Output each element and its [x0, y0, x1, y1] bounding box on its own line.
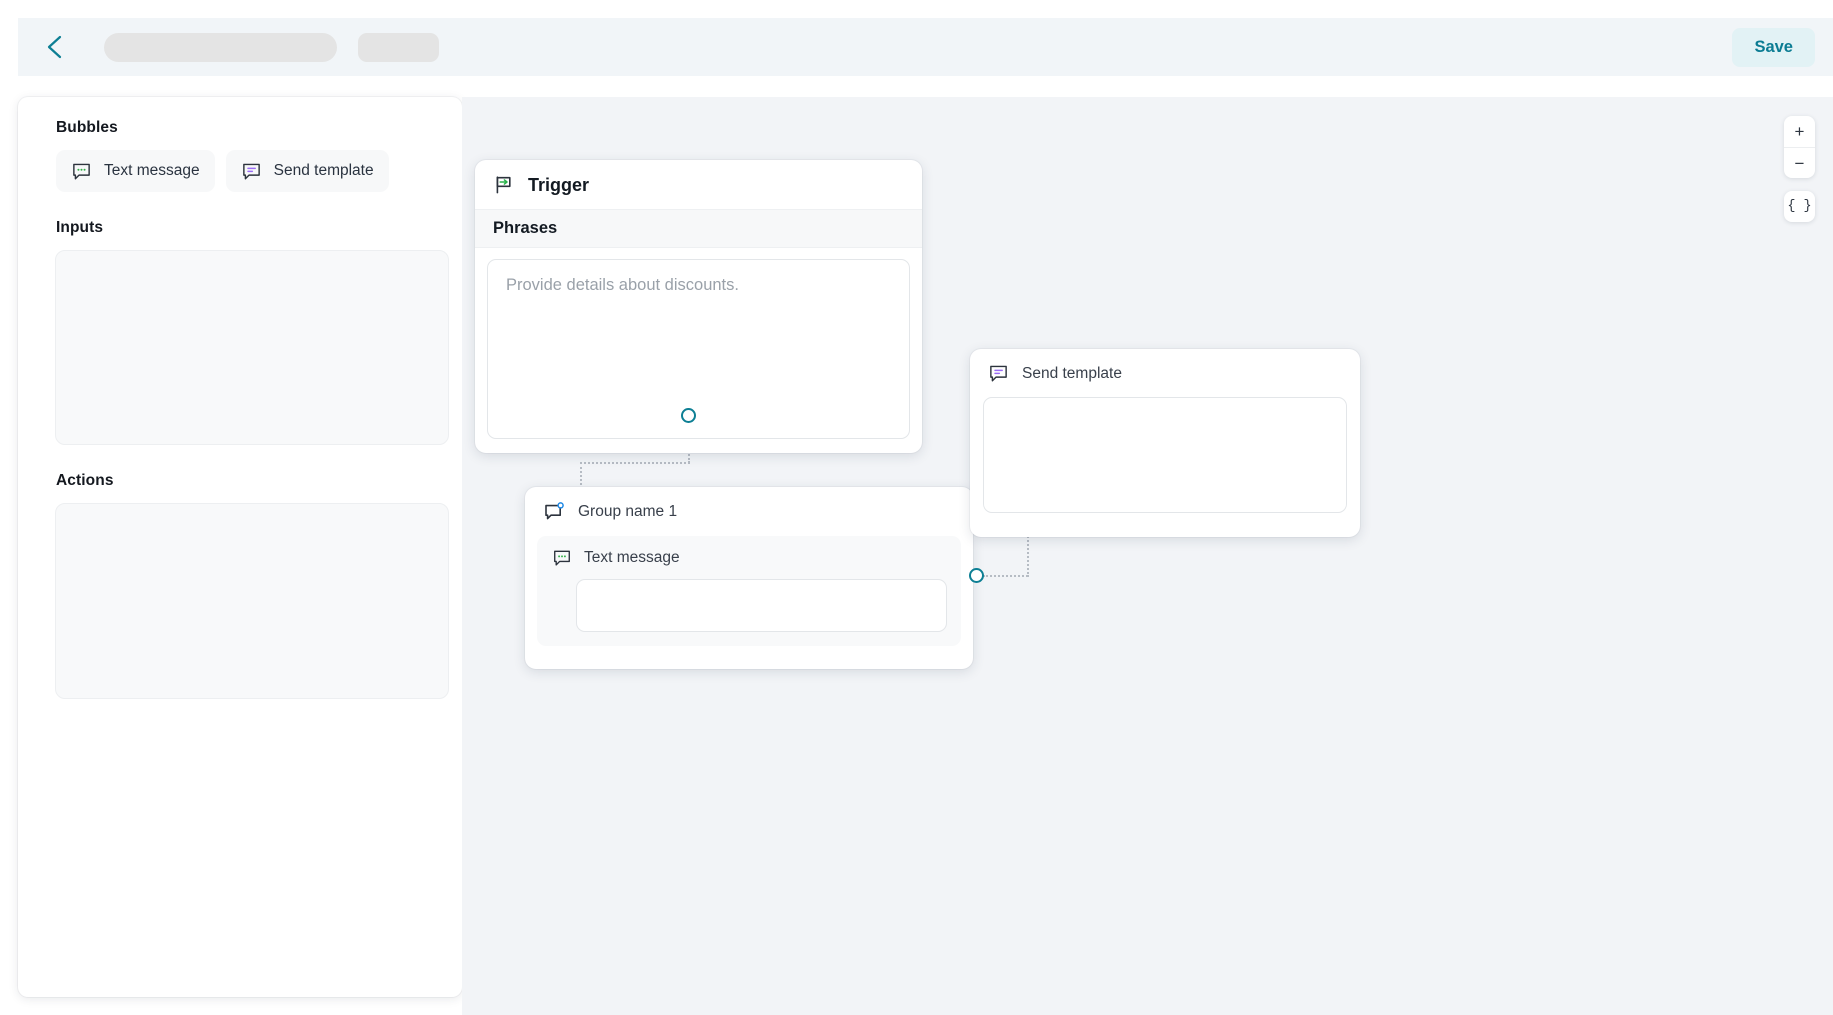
flow-canvas[interactable]: + − { } Trigger Phrases: [462, 97, 1833, 1015]
group-output-port[interactable]: [969, 568, 984, 583]
top-bar: Save: [18, 18, 1833, 76]
zoom-control-group: + −: [1784, 116, 1815, 178]
group-body: Text message: [537, 536, 961, 646]
group-item-label: Text message: [584, 549, 680, 566]
node-group-title: Group name 1: [578, 503, 677, 521]
phrases-placeholder-text: Provide details about discounts.: [506, 276, 739, 294]
send-template-body-field[interactable]: [983, 397, 1347, 513]
node-group[interactable]: Group name 1 Text message: [525, 487, 973, 669]
save-button[interactable]: Save: [1732, 27, 1815, 67]
node-trigger-title: Trigger: [528, 174, 590, 195]
components-panel: Bubbles Text message: [18, 97, 462, 997]
section-title-inputs: Inputs: [56, 219, 104, 236]
inputs-skeleton-placeholder: [55, 250, 449, 445]
bubbles-chip-row: Text message Send template: [56, 150, 436, 192]
node-send-template-header: Send template: [970, 349, 1360, 397]
connector-trigger-to-group-horizontal: [580, 462, 690, 464]
node-trigger-header: Trigger: [475, 160, 922, 209]
section-title-bubbles: Bubbles: [56, 119, 118, 136]
zoom-out-button[interactable]: −: [1784, 147, 1815, 178]
back-button[interactable]: [38, 30, 72, 64]
node-group-title-number: 1: [668, 503, 678, 520]
bubble-chip-send-template[interactable]: Send template: [225, 150, 389, 192]
json-view-button[interactable]: { }: [1784, 191, 1815, 222]
node-group-header: Group name 1: [525, 487, 973, 536]
group-bubble-icon: [543, 501, 565, 523]
group-item-text-message[interactable]: Text message: [537, 548, 961, 568]
node-send-template[interactable]: Send template: [970, 349, 1360, 537]
bubble-chip-label: Send template: [273, 162, 374, 179]
group-item-text-input[interactable]: [576, 579, 947, 632]
canvas-controls: + − { }: [1784, 116, 1815, 222]
title-skeleton-placeholder: [104, 32, 337, 62]
actions-skeleton-placeholder: [55, 503, 449, 699]
trigger-output-port[interactable]: [681, 408, 696, 423]
text-message-bubble-icon: [71, 161, 92, 182]
section-title-actions: Actions: [56, 472, 114, 489]
connector-group-to-send-horizontal: [983, 575, 1028, 577]
send-template-bubble-icon: [988, 363, 1009, 384]
node-trigger-section-header: Phrases: [475, 209, 922, 248]
bubble-chip-label: Text message: [104, 162, 200, 179]
chevron-left-icon: [45, 34, 65, 60]
send-template-bubble-icon: [241, 161, 262, 182]
text-message-bubble-icon: [552, 548, 572, 568]
node-send-template-title: Send template: [1022, 364, 1122, 382]
node-trigger[interactable]: Trigger Phrases Provide details about di…: [475, 160, 922, 453]
bubble-chip-text-message[interactable]: Text message: [56, 150, 215, 192]
phrases-textarea[interactable]: Provide details about discounts.: [487, 259, 910, 439]
connector-trigger-to-group-drop: [580, 462, 582, 489]
subtitle-skeleton-placeholder: [358, 32, 439, 62]
zoom-in-button[interactable]: +: [1794, 122, 1805, 141]
node-group-title-text: Group name: [578, 503, 665, 520]
flag-trigger-icon: [493, 174, 515, 196]
